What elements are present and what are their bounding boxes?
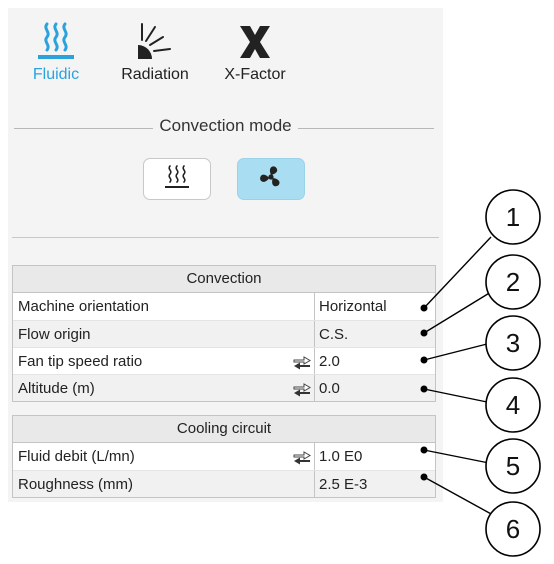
convection-mode-heading: Convection mode (8, 116, 443, 140)
heat-waves-icon (162, 163, 192, 196)
section-divider (12, 237, 439, 238)
callout-number-3: 3 (506, 328, 520, 358)
property-name: Altitude (m) (18, 380, 95, 397)
table-row[interactable]: Altitude (m) 0.0 (13, 374, 435, 401)
callout-circle-5 (485, 438, 541, 494)
xfactor-tab[interactable]: X-Factor (210, 8, 300, 84)
swap-arrows-icon[interactable] (293, 448, 311, 465)
property-name: Machine orientation (13, 293, 315, 320)
property-name: Fan tip speed ratio (18, 353, 143, 370)
radiation-tab[interactable]: Radiation (110, 8, 200, 84)
fan-icon (256, 162, 286, 197)
callout-circle-1 (485, 189, 541, 245)
callout-number-2: 2 (506, 267, 520, 297)
table-row[interactable]: Flow origin C.S. (13, 320, 435, 347)
property-name: Roughness (mm) (13, 471, 315, 497)
swap-arrows-icon[interactable] (293, 353, 311, 370)
radiation-icon (110, 8, 200, 66)
property-name-cell: Altitude (m) (13, 375, 315, 401)
table-row[interactable]: Machine orientation Horizontal (13, 293, 435, 320)
property-name-cell: Fan tip speed ratio (13, 348, 315, 374)
xfactor-label: X-Factor (224, 66, 286, 83)
fluidic-label: Fluidic (32, 66, 80, 83)
property-name: Flow origin (13, 321, 315, 347)
roughness-value[interactable]: 2.5 E-3 (319, 476, 368, 493)
callout-number-1: 1 (506, 202, 520, 232)
heat-waves-icon (11, 8, 101, 66)
cooling-circuit-table-title: Cooling circuit (13, 416, 435, 443)
fluidic-tab[interactable]: Fluidic (11, 8, 101, 84)
x-factor-icon (210, 8, 300, 66)
callout-circle-4 (485, 377, 541, 433)
fluid-debit-value[interactable]: 1.0 E0 (319, 448, 363, 465)
property-name: Fluid debit (L/mn) (18, 448, 135, 465)
callout-circle-2 (485, 254, 541, 310)
altitude-value[interactable]: 0.0 (319, 380, 340, 397)
cooling-circuit-table: Cooling circuit Fluid debit (L/mn) 1.0 E… (12, 415, 436, 498)
forced-convection-button[interactable] (237, 158, 305, 200)
table-row[interactable]: Roughness (mm) 2.5 E-3 (13, 470, 435, 497)
table-row[interactable]: Fluid debit (L/mn) 1.0 E0 (13, 443, 435, 470)
callout-circle-6 (485, 501, 541, 557)
table-row[interactable]: Fan tip speed ratio 2.0 (13, 347, 435, 374)
convection-mode-title: Convection mode (153, 116, 298, 135)
radiation-label: Radiation (121, 66, 189, 83)
convection-table: Convection Machine orientation Horizonta… (12, 265, 436, 402)
callout-number-4: 4 (506, 390, 520, 420)
natural-convection-button[interactable] (143, 158, 211, 200)
machine-orientation-value[interactable]: Horizontal (319, 298, 387, 315)
properties-panel: Fluidic Radiation X-Factor Co (8, 8, 443, 502)
swap-arrows-icon[interactable] (293, 380, 311, 397)
callout-circle-3 (485, 315, 541, 371)
flow-origin-value[interactable]: C.S. (319, 326, 349, 343)
callout-number-6: 6 (506, 514, 520, 544)
callout-number-5: 5 (506, 451, 520, 481)
fan-tip-speed-ratio-value[interactable]: 2.0 (319, 353, 340, 370)
convection-table-title: Convection (13, 266, 435, 293)
property-name-cell: Fluid debit (L/mn) (13, 443, 315, 470)
